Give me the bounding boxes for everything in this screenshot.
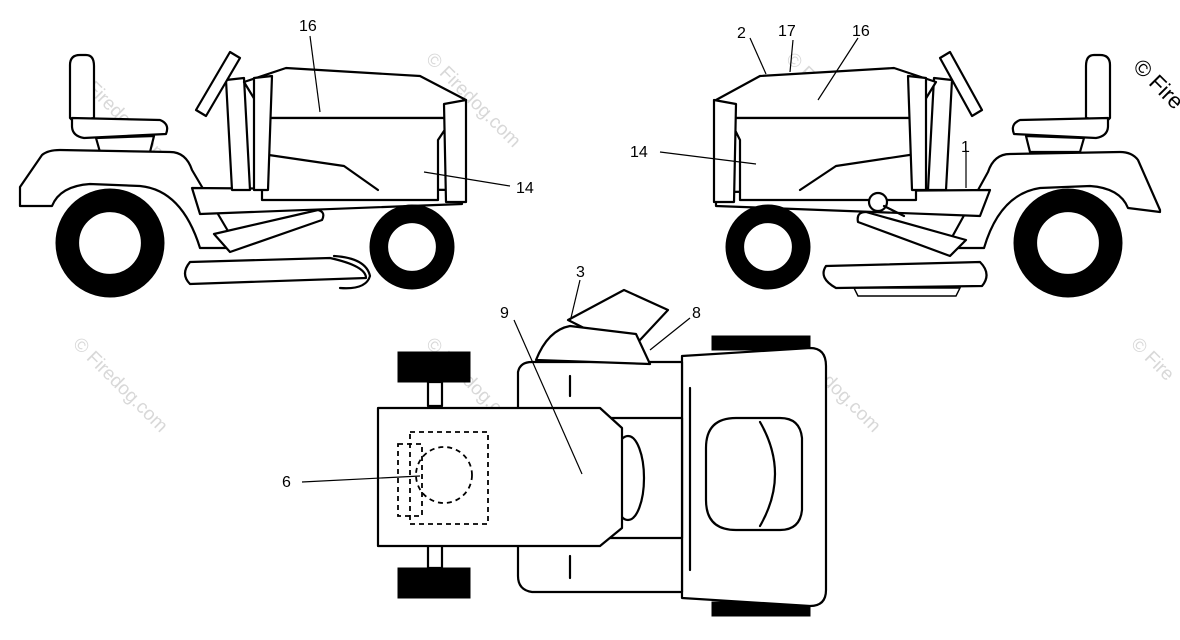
copyright-mark: © Fire — [1128, 54, 1180, 114]
front-wheel-right — [397, 567, 471, 599]
mower-deck — [183, 256, 368, 286]
axle — [426, 542, 444, 570]
hood — [376, 406, 624, 548]
rear-wheel-hub — [1034, 209, 1102, 277]
seat — [704, 416, 804, 532]
seat-support — [1024, 134, 1086, 154]
callout-2-right: 2 — [737, 25, 746, 42]
mower-right-side-view: 2 17 16 14 1 — [630, 23, 1162, 298]
panel-line — [260, 152, 380, 192]
callout-17-right: 17 — [778, 23, 796, 40]
dash-pillar — [252, 74, 274, 192]
steering-column — [926, 76, 954, 192]
leader-line — [309, 35, 321, 113]
lift-lever — [882, 204, 906, 218]
deck-chute — [332, 254, 372, 290]
leader-line — [569, 279, 581, 323]
mower-deck — [822, 260, 988, 290]
lift-lever-knob — [867, 191, 889, 213]
grille — [712, 98, 738, 204]
mower-top-view: 3 9 8 6 — [282, 264, 828, 617]
seat-edge — [758, 420, 776, 528]
rear-fender — [18, 148, 240, 250]
callout-16-right: 16 — [852, 23, 870, 40]
leader-line — [749, 37, 767, 75]
axle — [426, 380, 444, 408]
front-wheel-left — [397, 351, 471, 383]
steering-wheel — [194, 50, 242, 118]
engine-outline — [397, 443, 423, 517]
mower-lift — [212, 208, 325, 254]
dash-pillar — [906, 74, 928, 192]
leader-line — [659, 151, 757, 165]
rear-fender — [944, 150, 1162, 250]
engine-circle — [415, 446, 473, 504]
seat-back — [1084, 53, 1112, 124]
steering-column — [224, 76, 252, 192]
steering-shroud — [534, 324, 652, 366]
rear-wheel-hub — [76, 209, 144, 277]
callout-3-top: 3 — [576, 264, 585, 281]
watermark: © Firedog.com — [68, 334, 171, 437]
hood — [242, 66, 468, 120]
callout-8-top: 8 — [692, 305, 701, 322]
front-wheel-hub — [741, 220, 795, 274]
leader-line — [817, 37, 859, 101]
deck-skirt — [852, 287, 962, 297]
callout-1-right: 1 — [961, 139, 970, 156]
callout-14-left: 14 — [516, 180, 534, 197]
callout-6-top: 6 — [282, 474, 291, 491]
grille — [442, 98, 468, 204]
callout-14-right: 14 — [630, 144, 648, 161]
mower-left-side-view: 16 14 — [18, 18, 534, 298]
leader-line — [513, 319, 583, 475]
callout-16-left: 16 — [299, 18, 317, 35]
leader-line — [789, 39, 794, 73]
mower-lift — [856, 210, 968, 258]
leader-line — [423, 171, 511, 187]
engine-outline — [409, 431, 489, 525]
front-wheel-hub — [385, 220, 439, 274]
callout-9-top: 9 — [500, 305, 509, 322]
seat-support — [94, 134, 156, 154]
seat-back — [68, 53, 96, 124]
leader-line — [649, 317, 691, 351]
panel-line — [798, 152, 918, 192]
hood — [714, 66, 938, 120]
watermark: © Fire — [1126, 334, 1178, 386]
leader-line — [301, 475, 421, 483]
steering-wheel — [938, 50, 984, 118]
